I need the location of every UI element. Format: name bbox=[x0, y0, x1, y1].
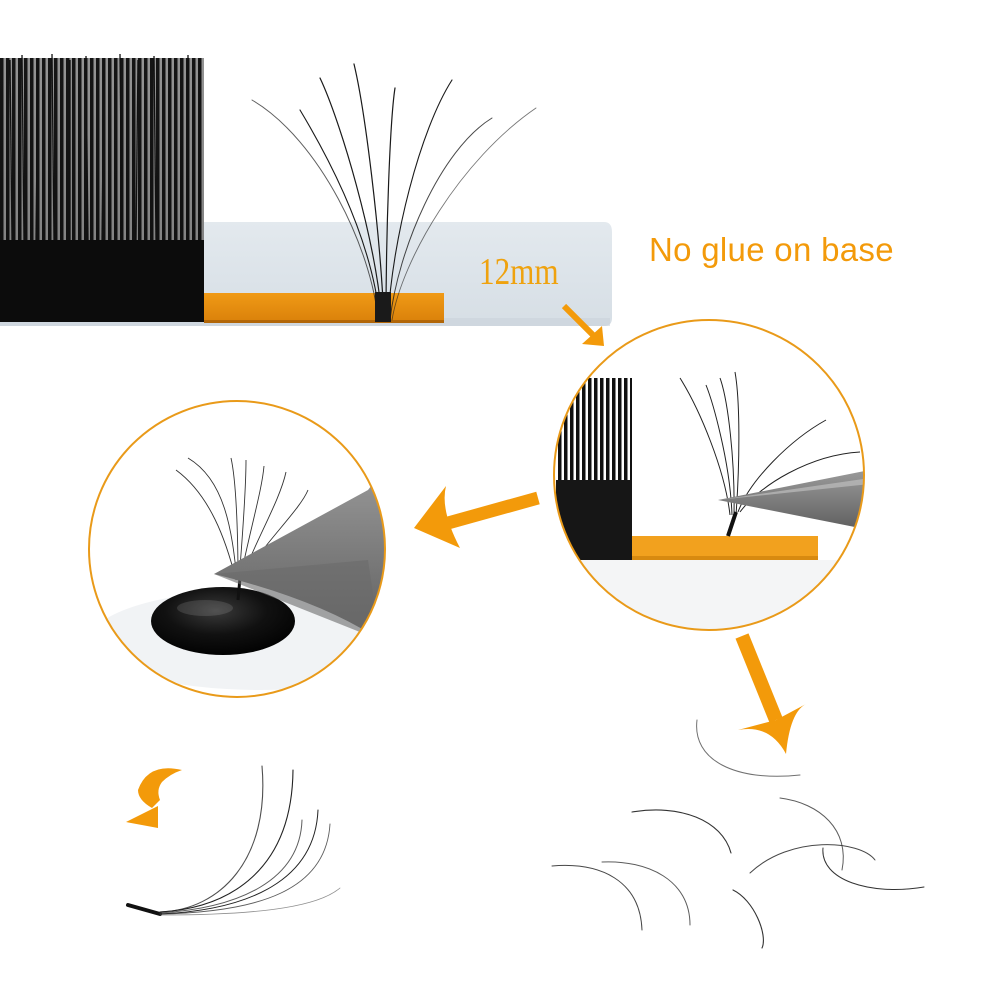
length-label: 12mm bbox=[479, 251, 559, 293]
lash-tray bbox=[0, 53, 612, 326]
lash-strip-full bbox=[0, 53, 204, 322]
orange-base-strip bbox=[204, 293, 444, 323]
arrow-to-loose-lashes bbox=[735, 633, 806, 754]
glue-drop bbox=[151, 587, 295, 655]
fan-lash-curled bbox=[126, 765, 341, 916]
zoom-circle-left bbox=[88, 400, 386, 698]
curl-arrow bbox=[126, 768, 182, 828]
caption-no-glue: No glue on base bbox=[649, 231, 894, 268]
arrow-to-right-circle bbox=[561, 303, 604, 346]
fan-lash-on-tray bbox=[251, 63, 537, 321]
zoom-circle-right bbox=[553, 319, 865, 631]
loose-lashes bbox=[551, 719, 925, 949]
arrow-to-left-circle bbox=[414, 486, 540, 548]
